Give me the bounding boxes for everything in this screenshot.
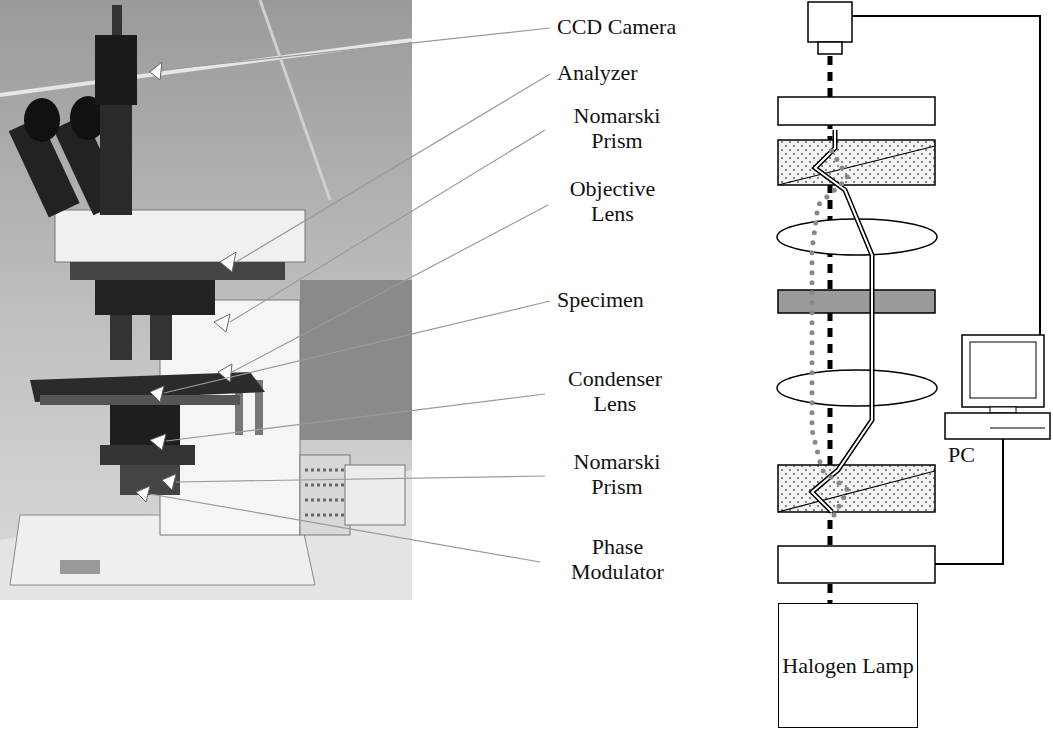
microscope-photo <box>0 0 412 600</box>
part-label: Condenser Lens <box>550 366 680 417</box>
part-label: Analyzer <box>557 60 638 85</box>
lamp-box: Halogen Lamp <box>778 603 918 728</box>
computer-label: PC <box>948 442 975 467</box>
leader-lines <box>150 28 550 562</box>
part-label: Specimen <box>557 287 644 312</box>
node-body: Halogen Lamp <box>782 653 913 678</box>
lamp-label: Halogen Lamp <box>782 653 913 678</box>
optical-schematic <box>777 2 1050 603</box>
part-label: Nomarski Prism <box>552 103 682 154</box>
part-label: CCD Camera <box>557 14 676 39</box>
part-label: Nomarski Prism <box>552 449 682 500</box>
part-label: Phase Modulator <box>545 534 690 585</box>
part-label: Objective Lens <box>555 176 670 227</box>
